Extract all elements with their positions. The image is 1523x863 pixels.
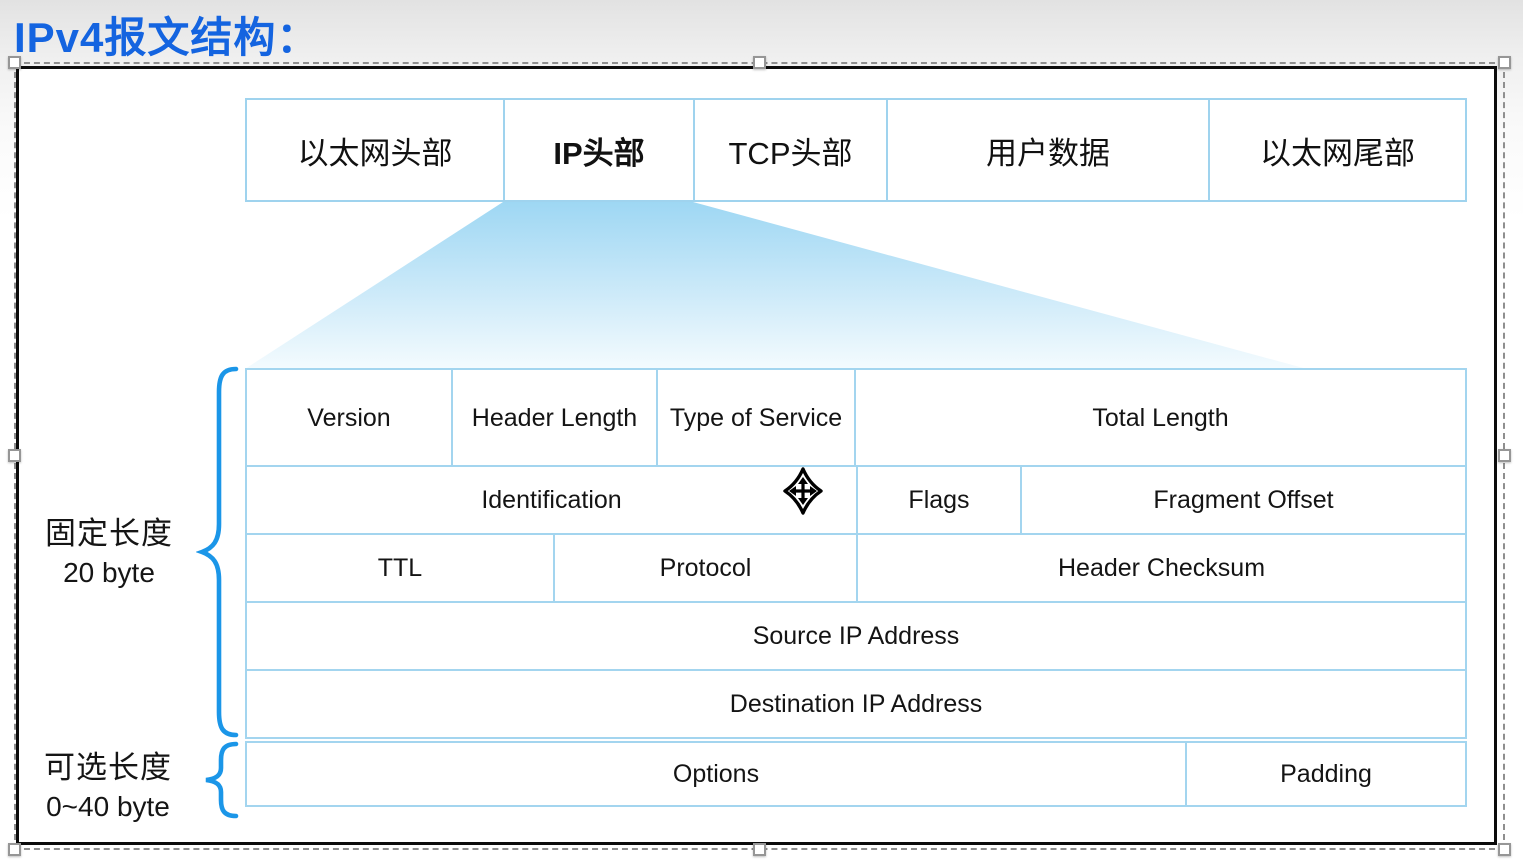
cell-fragment-offset: Fragment Offset [1020,465,1467,535]
resize-handle-top-middle[interactable] [752,56,766,69]
page-title: IPv4报文结构： [14,14,320,61]
cell-header-length: Header Length [451,368,658,467]
fixed-length-size: 20 byte [63,557,155,588]
segment-label: 以太网尾部 [1260,135,1415,171]
table-row: Destination IP Address [245,669,1467,739]
resize-handle-top-right[interactable] [1498,56,1511,69]
segment-label: IP头部 [553,135,645,171]
resize-handle-top-left[interactable] [8,56,21,69]
funnel-highlight [245,202,1307,369]
selection-outline[interactable] [8,56,1511,856]
ipv4-header-table: Version Header Length Type of Service To… [245,368,1467,807]
segment-label: 用户数据 [986,135,1110,171]
cell-identification: Identification [245,465,858,535]
move-cursor-icon [783,467,823,515]
cell-type-of-service: Type of Service [656,368,856,467]
fixed-length-title: 固定长度 [45,516,173,551]
cell-padding: Padding [1185,741,1467,807]
table-row: TTL Protocol Header Checksum [245,533,1467,603]
optional-length-size: 0~40 byte [46,791,170,822]
cell-version: Version [245,368,453,467]
cell-destination-ip: Destination IP Address [245,669,1467,739]
table-row: Options Padding [245,741,1467,807]
cell-flags: Flags [856,465,1022,535]
fixed-length-label: 固定长度 20 byte [26,508,192,589]
cell-options: Options [245,741,1187,807]
segment-ethernet-trailer: 以太网尾部 [1208,98,1467,202]
optional-length-label: 可选长度 0~40 byte [22,742,194,823]
segment-user-data: 用户数据 [886,98,1210,202]
segment-ip-header: IP头部 [503,98,695,202]
resize-handle-middle-left[interactable] [8,449,21,462]
table-row: Identification Flags Fragment Offset [245,465,1467,535]
resize-handle-bottom-right[interactable] [1498,843,1511,856]
segment-label: 以太网头部 [297,135,453,171]
resize-handle-middle-right[interactable] [1498,449,1511,462]
optional-length-title: 可选长度 [44,750,172,785]
segment-label: TCP头部 [728,135,853,171]
packet-segments-row: 以太网头部 IP头部 TCP头部 用户数据 以太网尾部 [245,98,1467,202]
resize-handle-bottom-left[interactable] [8,843,21,856]
fixed-length-brace [196,366,239,738]
optional-length-brace [205,741,239,819]
segment-tcp-header: TCP头部 [693,98,888,202]
resize-handle-bottom-middle[interactable] [752,843,766,856]
segment-ethernet-header: 以太网头部 [245,98,505,202]
cell-protocol: Protocol [553,533,858,603]
